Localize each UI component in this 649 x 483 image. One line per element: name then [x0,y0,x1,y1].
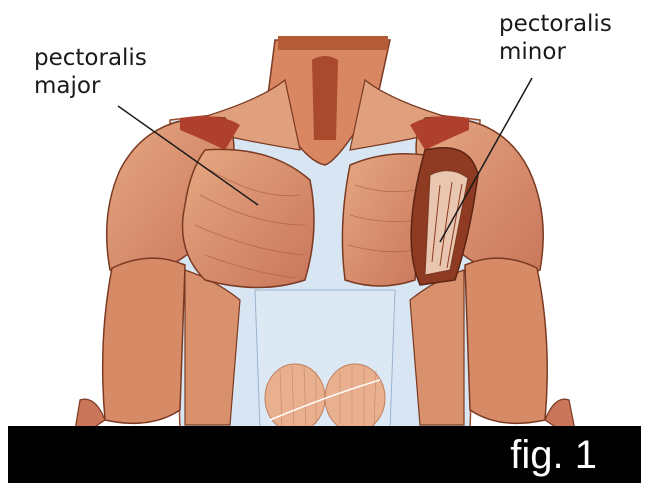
pectoralis-major-line2: major [34,72,147,100]
right-upper-arm [465,258,547,423]
neck-top [278,36,388,50]
right-lateral [410,270,464,425]
left-lateral [185,270,240,425]
pectoralis-minor-line2: minor [499,38,612,66]
pectoralis-minor-label: pectoralis minor [499,10,612,66]
figure-caption: fig. 1 [510,432,597,478]
caption-bar: fig. 1 [8,426,641,483]
pectoralis-minor-line1: pectoralis [499,10,612,38]
pectoralis-major-line1: pectoralis [34,44,147,72]
left-upper-arm [103,258,185,423]
trachea [312,56,338,140]
left-pectoralis-major [183,149,315,287]
pectoralis-major-label: pectoralis major [34,44,147,100]
